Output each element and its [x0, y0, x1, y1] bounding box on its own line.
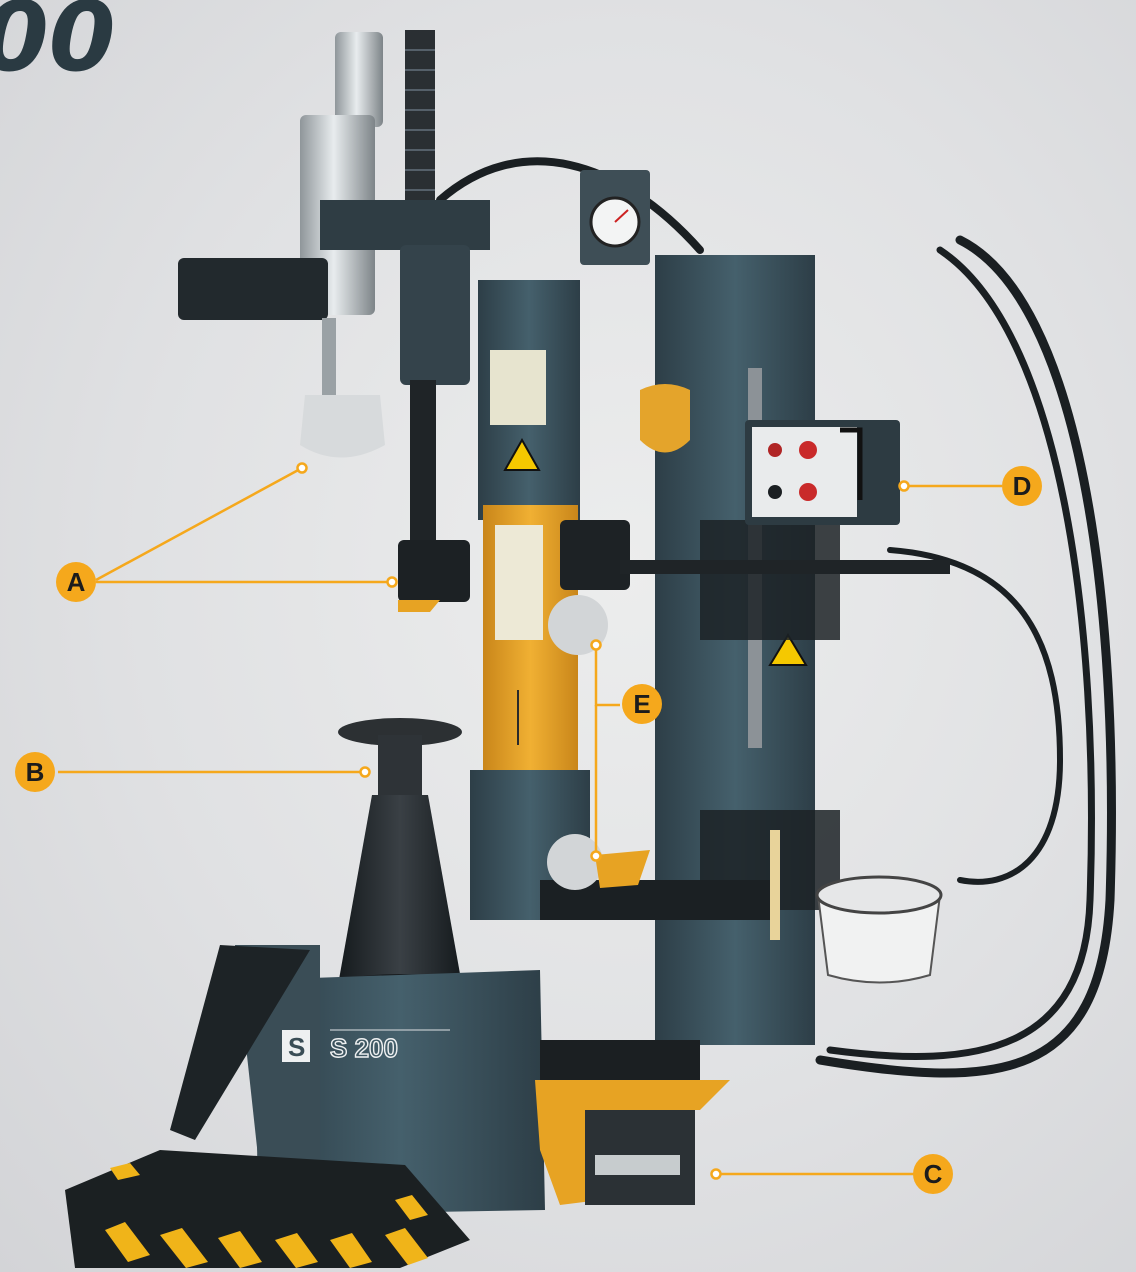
callout-badge-c: C [913, 1154, 953, 1194]
callout-badge-a: A [56, 562, 96, 602]
logo-text: 00 [0, 0, 116, 93]
bead-pressing-arm [178, 30, 490, 612]
base-cabinet: S S 200 [65, 945, 545, 1268]
model-plate: S 200 [330, 1033, 398, 1063]
air-hoses [436, 157, 1116, 1078]
callout-badge-b: B [15, 752, 55, 792]
brand-logo: 00 [0, 0, 116, 93]
pressure-gauge-box [580, 170, 650, 265]
brand-mark-plate [282, 1030, 310, 1062]
lubricant-bucket [815, 875, 943, 984]
brand-mark: S [288, 1032, 305, 1062]
center-post-cone [328, 718, 472, 1002]
lower-tool-carriage [540, 520, 950, 940]
right-tower [640, 255, 840, 1045]
callout-badge-e: E [622, 684, 662, 724]
pedal-assembly [535, 1040, 730, 1205]
control-panel [745, 420, 900, 525]
callout-badge-d: D [1002, 466, 1042, 506]
